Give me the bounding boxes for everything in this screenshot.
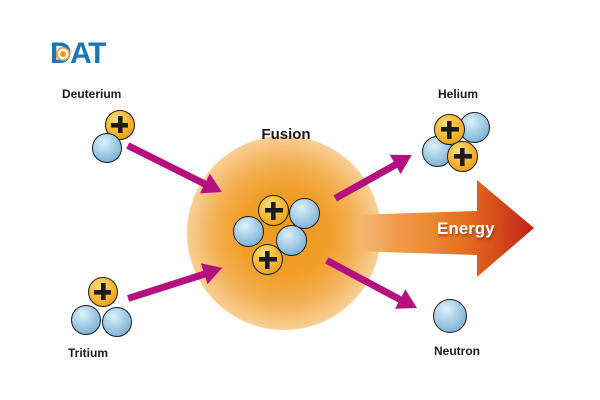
- plus-icon: [435, 115, 464, 144]
- neutron-particle: [102, 307, 132, 337]
- energy-label: Energy: [437, 219, 495, 238]
- arrow-shaft: [126, 269, 209, 302]
- arrowhead-icon: [389, 145, 418, 174]
- plus-icon: [448, 142, 477, 171]
- plus-icon: [259, 196, 288, 225]
- neutron-particle: [233, 216, 264, 247]
- neutron-label: Neutron: [434, 344, 480, 358]
- neutron-particle: [71, 305, 101, 335]
- plus-icon: [253, 245, 282, 274]
- neutron-particle: [276, 225, 307, 256]
- neutron-particle: [92, 133, 122, 163]
- arrow-shaft: [126, 141, 210, 188]
- deuterium-label: Deuterium: [62, 87, 122, 101]
- proton-particle: [447, 141, 478, 172]
- helium-label: Helium: [438, 87, 479, 101]
- arrow-tritium-to-fusion: [125, 257, 226, 308]
- proton-particle: [88, 277, 118, 307]
- proton-particle: [258, 195, 289, 226]
- proton-particle: [252, 244, 283, 275]
- bullseye-icon: [56, 47, 70, 61]
- plus-icon: [89, 278, 117, 306]
- proton-particle: [434, 114, 465, 145]
- dat-logo: DAT: [50, 38, 140, 72]
- fusion-label: Fusion: [261, 126, 311, 143]
- neutron-particle: [289, 198, 320, 229]
- neutron-particle: [433, 299, 467, 333]
- tritium-label: Tritium: [68, 346, 109, 360]
